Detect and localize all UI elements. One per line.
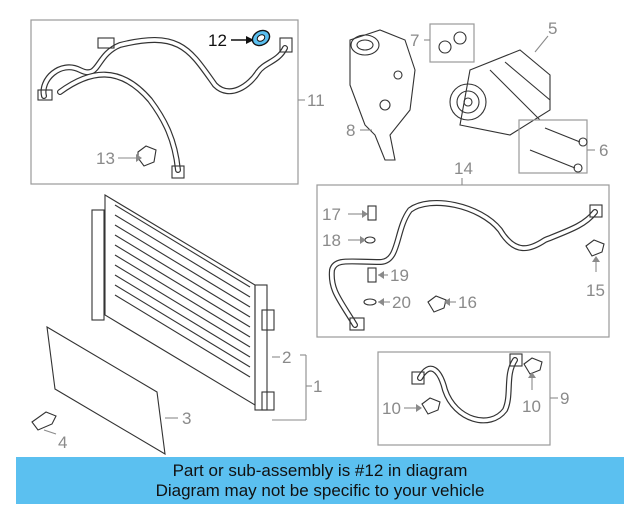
clip-15 [585,239,605,257]
banner-line-2: Diagram may not be specific to your vehi… [155,480,485,500]
clip-10b [523,357,543,375]
valve-19 [367,267,377,283]
parts-diagram: 11 13 12 8 7 5 6 14 [30,19,610,455]
group-box-7 [429,23,475,63]
callout-5: 5 [548,19,557,38]
ac-line-14 [328,200,603,331]
group-box-6 [518,119,588,174]
callout-20: 20 [392,293,411,312]
hose-assembly-group [30,19,299,185]
clip-10a [421,397,441,415]
compressor-bracket [349,29,416,161]
clip-16 [427,295,447,313]
callout-17: 17 [322,205,341,224]
callout-11: 11 [307,91,325,110]
callout-10a: 10 [382,399,401,418]
bracket-4 [31,411,57,431]
group-box-14 [316,184,610,338]
callout-18: 18 [322,231,341,250]
callout-6: 6 [599,141,608,160]
callout-14: 14 [454,159,473,178]
o-ring-20 [363,298,377,306]
callout-3: 3 [182,409,191,428]
group-box-11 [30,19,299,185]
banner-line-1: Part or sub-assembly is #12 in diagram [172,460,468,480]
callout-2: 2 [282,348,291,367]
callout-7: 7 [410,31,419,50]
pressure-switch-17 [367,205,377,221]
callout-10b: 10 [522,397,541,416]
callout-1: 1 [313,377,322,396]
clip-13 [137,145,157,167]
callout-13: 13 [96,149,115,168]
info-banner: Part or sub-assembly is #12 in diagram D… [16,457,624,504]
callout-16: 16 [458,293,477,312]
callout-9: 9 [560,389,569,408]
callout-19: 19 [390,266,409,285]
ac-compressor [449,49,551,136]
panel-3 [46,325,166,455]
condenser [91,194,275,411]
o-ring-18 [364,236,376,244]
callout-15: 15 [586,281,605,300]
callout-8: 8 [346,121,355,140]
callout-12: 12 [208,31,227,50]
callout-4: 4 [58,433,67,452]
